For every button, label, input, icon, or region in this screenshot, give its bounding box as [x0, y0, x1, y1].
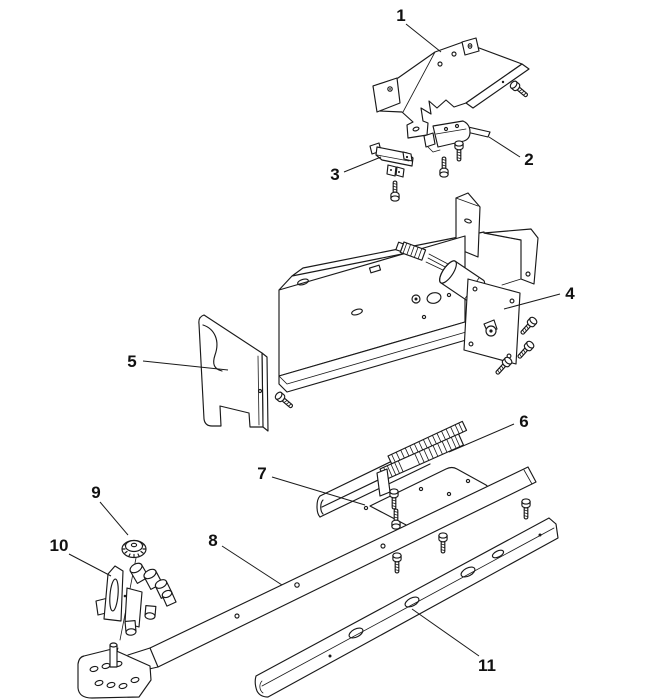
leader-line-3	[343, 156, 382, 173]
part-4-gear-motor	[395, 241, 539, 377]
leader-line-7	[271, 476, 366, 506]
callout-label-2: 2	[524, 150, 533, 169]
part-11-rail-channel	[254, 517, 559, 698]
callout-label-9: 9	[91, 483, 100, 502]
leader-line-11	[411, 608, 480, 657]
callout-label-6: 6	[519, 412, 528, 431]
leader-line-4	[503, 293, 561, 310]
callout-label-4: 4	[565, 284, 575, 303]
callout-label-10: 10	[50, 536, 69, 555]
callout-label-3: 3	[330, 165, 339, 184]
leader-line-10	[68, 553, 112, 577]
part-3-sensor-switch	[369, 142, 414, 202]
leader-lines	[68, 23, 561, 657]
screw	[518, 315, 539, 337]
part-9-drive-gear	[121, 539, 147, 559]
part-10-carriage-assembly	[95, 562, 177, 636]
pivot-pin	[109, 642, 118, 668]
leader-line-1	[405, 23, 442, 53]
leader-line-6	[448, 423, 515, 453]
callout-label-11: 11	[478, 656, 496, 675]
screw	[438, 532, 448, 554]
part-8-guide-rail	[127, 466, 537, 672]
screw	[454, 140, 464, 162]
screw	[439, 156, 449, 178]
screw	[515, 339, 536, 361]
screw	[521, 498, 531, 520]
callout-labels: 1 2 3 4 5 6 7 8 9 10 11	[50, 6, 576, 675]
screw	[508, 79, 531, 100]
part-6-edge-connector	[376, 420, 468, 497]
leader-line-9	[99, 501, 129, 536]
part-2-micro-switch	[423, 120, 491, 178]
leader-line-2	[488, 136, 521, 158]
screw	[392, 552, 402, 574]
rail-end-foot-plate	[77, 648, 152, 699]
leader-line-8	[221, 545, 283, 586]
callout-label-1: 1	[396, 6, 405, 25]
part-1-mounting-bracket	[372, 37, 531, 139]
callout-label-8: 8	[208, 531, 217, 550]
screw	[390, 180, 400, 202]
leader-line-5	[142, 360, 229, 371]
part-5-side-plate	[198, 314, 296, 432]
screw	[273, 390, 296, 411]
callout-label-5: 5	[127, 352, 136, 371]
motor-wire-connector	[395, 241, 427, 261]
chassis-housing	[278, 192, 539, 393]
callout-label-7: 7	[257, 464, 266, 483]
